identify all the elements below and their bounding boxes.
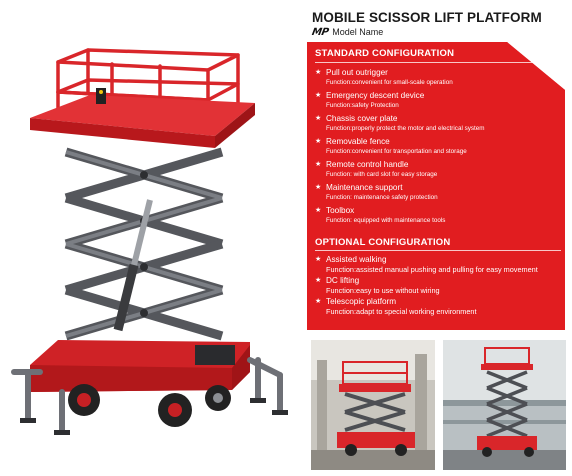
standard-item: ★ Remote control handle Function: with ca…: [315, 160, 561, 179]
item-function: Function:convenient for transportation a…: [326, 148, 467, 155]
item-name: Toolbox: [326, 206, 355, 215]
standard-item: ★ Toolbox Function: equipped with mainten…: [315, 206, 561, 225]
item-function: Function: equipped with maintenance tool…: [326, 217, 446, 224]
mp-logo: MP: [311, 26, 330, 38]
item-function: Function: with card slot for easy storag…: [326, 171, 438, 178]
configuration-panel: STANDARD CONFIGURATION ★ Pull out outrigg…: [307, 42, 565, 330]
item-function: Function:easy to use without wiring: [326, 286, 440, 295]
item-function: Function:convenient for small-scale oper…: [326, 79, 453, 86]
star-icon: ★: [315, 69, 322, 76]
item-name: Telescopic platform: [326, 297, 397, 306]
star-icon: ★: [315, 115, 322, 122]
standard-item: ★ Chassis cover plate Function:properly p…: [315, 114, 561, 133]
item-name: Remote control handle: [326, 160, 409, 169]
item-name: DC lifting: [326, 276, 360, 285]
star-icon: ★: [315, 207, 322, 214]
product-hero-image: [11, 48, 288, 435]
standard-item: ★ Emergency descent device Function:safet…: [315, 91, 561, 110]
standard-divider: [315, 62, 561, 63]
star-icon: ★: [315, 298, 322, 305]
item-function: Function:adapt to special working enviro…: [326, 307, 477, 316]
optional-item: ★ Assisted walking Function:assisted manu…: [315, 255, 561, 274]
optional-item: ★ DC lifting Function:easy to use without…: [315, 276, 561, 295]
standard-item: ★ Removable fence Function:convenient for…: [315, 137, 561, 156]
item-function: Function: maintenance safety protection: [326, 194, 438, 201]
item-function: Function:properly protect the motor and …: [326, 125, 485, 132]
optional-divider: [315, 250, 561, 251]
standard-heading: STANDARD CONFIGURATION: [315, 48, 455, 59]
panel-corner-arrow-icon: [507, 42, 565, 90]
item-function: Function:safety Protection: [326, 102, 399, 109]
item-name: Pull out outrigger: [326, 68, 388, 77]
model-name-label: Model Name: [332, 27, 384, 37]
lift-photo-warehouse: [311, 340, 435, 470]
item-name: Removable fence: [326, 137, 390, 146]
star-icon: ★: [315, 256, 322, 263]
item-name: Emergency descent device: [326, 91, 425, 100]
item-name: Assisted walking: [326, 255, 387, 264]
star-icon: ★: [315, 138, 322, 145]
star-icon: ★: [315, 92, 322, 99]
star-icon: ★: [315, 184, 322, 191]
item-name: Chassis cover plate: [326, 114, 398, 123]
standard-item: ★ Pull out outrigger Function:convenient …: [315, 68, 561, 87]
star-icon: ★: [315, 277, 322, 284]
optional-item: ★ Telescopic platform Function:adapt to s…: [315, 297, 561, 316]
optional-heading: OPTIONAL CONFIGURATION: [315, 237, 451, 248]
lift-photo-factory: [443, 340, 566, 470]
page-title: MOBILE SCISSOR LIFT PLATFORM: [312, 10, 542, 25]
star-icon: ★: [315, 161, 322, 168]
item-name: Maintenance support: [326, 183, 403, 192]
model-row: MP Model Name: [311, 26, 384, 38]
item-function: Function:assisted manual pushing and pul…: [326, 265, 538, 274]
standard-item: ★ Maintenance support Function: maintenan…: [315, 183, 561, 202]
